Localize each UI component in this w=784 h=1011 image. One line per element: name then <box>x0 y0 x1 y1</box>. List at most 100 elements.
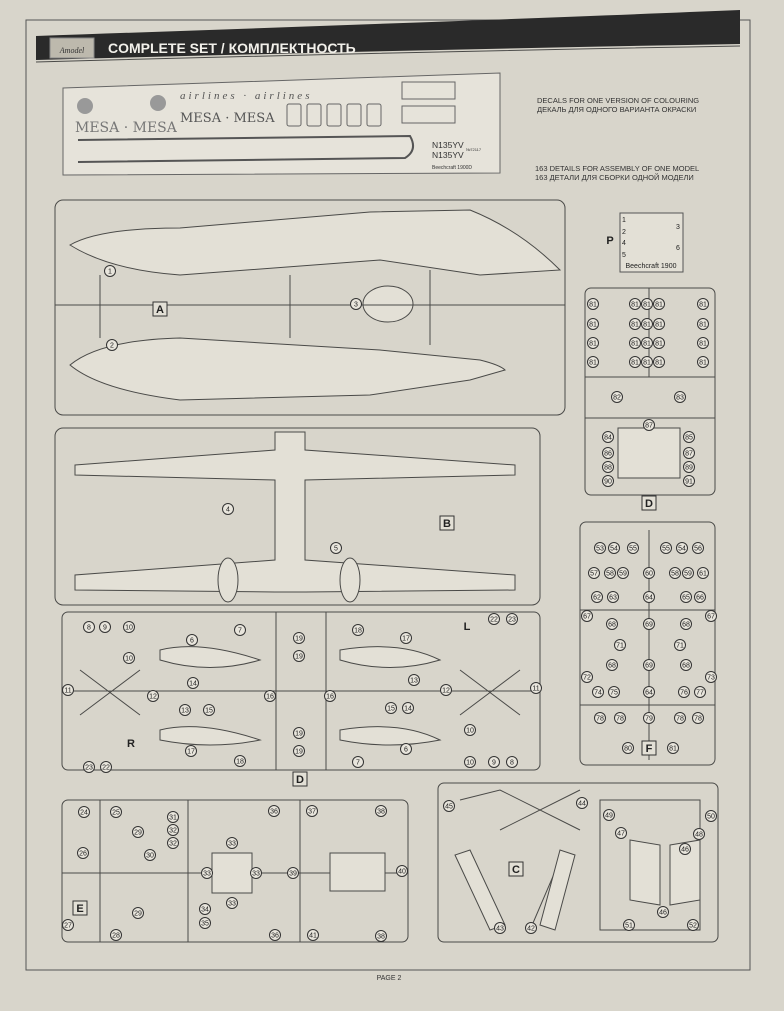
part-number-callout: 54 <box>608 542 620 554</box>
part-number-callout: 55 <box>660 542 672 554</box>
part-number-circle <box>99 621 111 633</box>
part-number: 80 <box>624 746 632 753</box>
part-number-circle <box>78 806 90 818</box>
part-number-callout: 81 <box>587 337 599 349</box>
part-number: 15 <box>205 708 213 715</box>
fret-item: 3 <box>676 224 680 231</box>
part-number-circle <box>683 475 695 487</box>
part-number-callout: 9 <box>99 621 111 633</box>
part-number-callout: 7 <box>352 756 364 768</box>
part-number-circle <box>679 843 691 855</box>
part-number: 81 <box>631 322 639 329</box>
part-number: 82 <box>613 395 621 402</box>
part-number-callout: 33 <box>201 867 213 879</box>
part-number-circle <box>62 919 74 931</box>
sprue-letter-box <box>72 900 88 916</box>
part-number-circle <box>587 318 599 330</box>
part-number-circle <box>669 567 681 579</box>
part-number-callout: 67 <box>581 610 593 622</box>
part-number-callout: 81 <box>587 298 599 310</box>
part-number-callout: 32 <box>167 824 179 836</box>
part-number-circle <box>167 824 179 836</box>
part-number-circle <box>687 919 699 931</box>
part-number-circle <box>488 756 500 768</box>
decal-mesa: MESA · MESA <box>180 111 275 126</box>
part-number-circle <box>643 591 655 603</box>
part-number-callout: 34 <box>199 903 211 915</box>
part-number: 19 <box>295 636 303 643</box>
part-number-circle <box>350 298 362 310</box>
part-number: 9 <box>492 760 496 767</box>
fret-item: 1 <box>622 217 626 224</box>
part-number-callout: 84 <box>602 431 614 443</box>
part-number-circle <box>683 461 695 473</box>
part-number: 81 <box>669 746 677 753</box>
part-number-circle <box>203 704 215 716</box>
part-number-circle <box>199 903 211 915</box>
part-number-callout: 69 <box>643 618 655 630</box>
part-number-callout: 14 <box>187 677 199 689</box>
part-number-circle <box>185 745 197 757</box>
part-number: 91 <box>685 479 693 486</box>
part-number: 72 <box>583 675 591 682</box>
part-number: 81 <box>589 302 597 309</box>
part-number-circle <box>606 618 618 630</box>
part-number-circle <box>123 652 135 664</box>
part-number: 36 <box>270 809 278 816</box>
part-number-callout: 23 <box>83 761 95 773</box>
part-number-circle <box>667 742 679 754</box>
part-number: 33 <box>203 871 211 878</box>
part-number: 45 <box>445 804 453 811</box>
part-number-circle <box>641 318 653 330</box>
part-number-circle <box>683 447 695 459</box>
part-number: 31 <box>169 815 177 822</box>
part-number: 39 <box>289 871 297 878</box>
part-number-circle <box>608 686 620 698</box>
part-number-callout: 35 <box>199 917 211 929</box>
part-number-circle <box>657 906 669 918</box>
part-number: 81 <box>589 322 597 329</box>
part-number-circle <box>293 745 305 757</box>
part-number: 55 <box>629 546 637 553</box>
part-number: 63 <box>609 595 617 602</box>
part-number: 35 <box>201 921 209 928</box>
part-number-circle <box>629 298 641 310</box>
part-number: 77 <box>696 690 704 697</box>
part-number: 27 <box>64 923 72 930</box>
part-number-circle <box>494 922 506 934</box>
part-number-circle <box>591 591 603 603</box>
part-number-callout: 56 <box>692 542 704 554</box>
part-number: 33 <box>228 841 236 848</box>
part-number: 14 <box>404 706 412 713</box>
part-number-circle <box>576 797 588 809</box>
part-number: 81 <box>655 322 663 329</box>
fret-item: 4 <box>622 240 626 247</box>
part-number: 71 <box>616 643 624 650</box>
part-number: 66 <box>696 595 704 602</box>
sprue-letter: D <box>645 498 653 510</box>
part-number: 18 <box>236 759 244 766</box>
part-number-callout: 29 <box>132 907 144 919</box>
part-number: 81 <box>643 341 651 348</box>
part-number-callout: 8 <box>506 756 518 768</box>
part-number-circle <box>530 682 542 694</box>
part-number-callout: 81 <box>587 318 599 330</box>
part-number: 69 <box>645 663 653 670</box>
part-number: 88 <box>604 465 612 472</box>
part-number: 10 <box>125 656 133 663</box>
part-number-circle <box>705 671 717 683</box>
part-number: 89 <box>685 465 693 472</box>
sprue-b <box>54 427 541 606</box>
part-number-callout: 26 <box>77 847 89 859</box>
part-number-callout: 82 <box>611 391 623 403</box>
sprue-e <box>61 799 409 943</box>
fret-item: 2 <box>622 229 626 236</box>
logo-text: Amodel <box>59 46 85 55</box>
part-number: 10 <box>125 625 133 632</box>
part-number-circle <box>400 632 412 644</box>
part-number-callout: 19 <box>293 650 305 662</box>
part-number-callout: 22 <box>100 761 112 773</box>
part-number: 6 <box>190 638 194 645</box>
part-number-callout: 71 <box>674 639 686 651</box>
part-number: 81 <box>589 341 597 348</box>
